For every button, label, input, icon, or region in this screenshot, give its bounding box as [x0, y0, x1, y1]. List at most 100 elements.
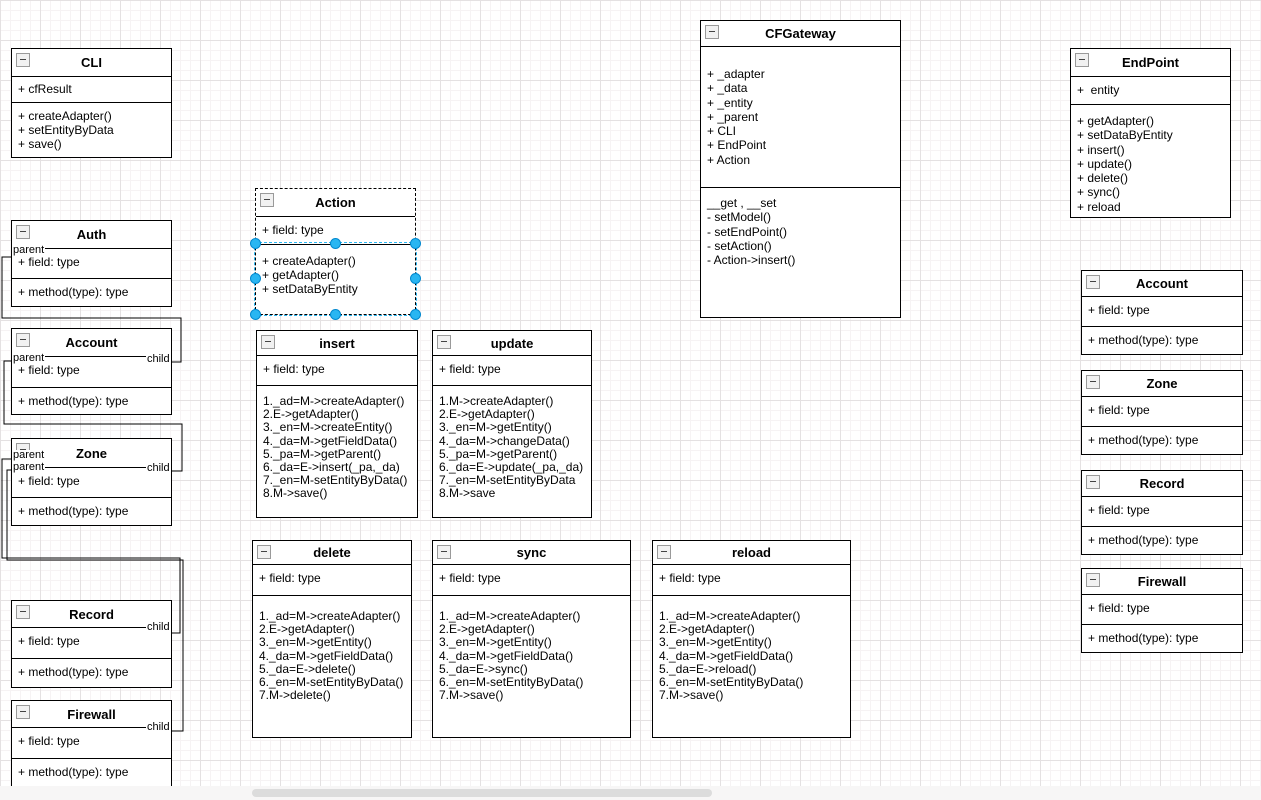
collapse-icon[interactable]: [16, 605, 30, 619]
class-auth-titlebar[interactable]: Auth: [12, 221, 171, 248]
class-reload-titlebar[interactable]: reload: [653, 541, 850, 564]
class-update-fields[interactable]: + field: type: [433, 355, 591, 385]
class-record-left[interactable]: Record + field: type + method(type): typ…: [11, 600, 172, 688]
class-cfgateway-fields[interactable]: + _adapter+ _data+ _entity+ _parent+ CLI…: [701, 46, 900, 187]
h-scrollbar-thumb[interactable]: [252, 789, 712, 797]
class-record-right-titlebar[interactable]: Record: [1082, 471, 1242, 496]
class-delete-titlebar[interactable]: delete: [253, 541, 411, 564]
class-auth-fields[interactable]: + field: type: [12, 248, 171, 278]
collapse-icon[interactable]: [257, 545, 271, 559]
class-auth-methods[interactable]: + method(type): type: [12, 278, 171, 306]
connector-account-zone[interactable]: [3, 360, 183, 472]
class-account-left[interactable]: Account + field: type + method(type): ty…: [11, 328, 172, 415]
class-sync-fields[interactable]: + field: type: [433, 564, 630, 595]
class-cli-fields[interactable]: + cfResult: [12, 76, 171, 102]
class-firewall-right[interactable]: Firewall + field: type + method(type): t…: [1081, 568, 1243, 653]
selection-handle-s[interactable]: [330, 309, 341, 320]
class-update-methods[interactable]: 1.M->createAdapter()2.E->getAdapter()3._…: [433, 385, 591, 517]
class-action-methods[interactable]: + createAdapter()+ getAdapter()+ setData…: [256, 244, 415, 314]
class-delete[interactable]: delete + field: type 1._ad=M->createAdap…: [252, 540, 412, 738]
class-cfgateway-titlebar[interactable]: CFGateway: [701, 21, 900, 46]
collapse-icon[interactable]: [16, 53, 30, 67]
class-zone-right-fields[interactable]: + field: type: [1082, 396, 1242, 426]
class-firewall-right-fields[interactable]: + field: type: [1082, 594, 1242, 624]
selection-handle-n[interactable]: [330, 238, 341, 249]
class-record-right-methods[interactable]: + method(type): type: [1082, 526, 1242, 554]
class-update-titlebar[interactable]: update: [433, 331, 591, 355]
class-endpoint-methods[interactable]: + getAdapter()+ setDataByEntity+ insert(…: [1071, 104, 1230, 217]
class-firewall-left[interactable]: Firewall + field: type + method(type): t…: [11, 700, 172, 788]
class-account-right-fields[interactable]: + field: type: [1082, 296, 1242, 326]
class-reload-fields[interactable]: + field: type: [653, 564, 850, 595]
collapse-icon[interactable]: [260, 193, 274, 207]
class-cli-titlebar[interactable]: CLI: [12, 49, 171, 76]
collapse-icon[interactable]: [1086, 573, 1100, 587]
class-endpoint-titlebar[interactable]: EndPoint: [1071, 49, 1230, 76]
class-firewall-right-titlebar[interactable]: Firewall: [1082, 569, 1242, 594]
selection-handle-ne[interactable]: [410, 238, 421, 249]
selection-handle-w[interactable]: [250, 273, 261, 284]
collapse-icon[interactable]: [437, 335, 451, 349]
class-auth[interactable]: Auth + field: type + method(type): type: [11, 220, 172, 307]
collapse-icon[interactable]: [705, 25, 719, 39]
collapse-icon[interactable]: [16, 225, 30, 239]
class-sync-methods[interactable]: 1._ad=M->createAdapter()2.E->getAdapter(…: [433, 595, 630, 737]
class-account-right-methods[interactable]: + method(type): type: [1082, 326, 1242, 354]
selection-handle-se[interactable]: [410, 309, 421, 320]
class-cfgateway-methods[interactable]: __get , __set- setModel()- setEndPoint()…: [701, 187, 900, 317]
collapse-icon[interactable]: [16, 705, 30, 719]
collapse-icon[interactable]: [1086, 375, 1100, 389]
class-firewall-left-titlebar[interactable]: Firewall: [12, 701, 171, 727]
class-reload[interactable]: reload + field: type 1._ad=M->createAdap…: [652, 540, 851, 738]
connector-zone-record[interactable]: [1, 458, 181, 634]
class-record-right[interactable]: Record + field: type + method(type): typ…: [1081, 470, 1243, 555]
class-record-left-methods[interactable]: + method(type): type: [12, 658, 171, 687]
connector-zone-firewall[interactable]: [6, 469, 184, 732]
class-zone-right-methods[interactable]: + method(type): type: [1082, 426, 1242, 454]
collapse-icon[interactable]: [1086, 275, 1100, 289]
class-insert-fields[interactable]: + field: type: [257, 355, 417, 385]
class-account-left-titlebar[interactable]: Account: [12, 329, 171, 356]
selection-handle-nw[interactable]: [250, 238, 261, 249]
collapse-icon[interactable]: [1086, 475, 1100, 489]
class-insert-titlebar[interactable]: insert: [257, 331, 417, 355]
class-delete-fields[interactable]: + field: type: [253, 564, 411, 595]
collapse-icon[interactable]: [16, 333, 30, 347]
class-endpoint[interactable]: EndPoint + entity + getAdapter()+ setDat…: [1070, 48, 1231, 218]
class-account-right[interactable]: Account + field: type + method(type): ty…: [1081, 270, 1243, 355]
class-insert-methods[interactable]: 1._ad=M->createAdapter()2.E->getAdapter(…: [257, 385, 417, 517]
collapse-icon[interactable]: [437, 545, 451, 559]
class-cli[interactable]: CLI + cfResult + createAdapter()+ setEnt…: [11, 48, 172, 158]
class-zone-right[interactable]: Zone + field: type + method(type): type: [1081, 370, 1243, 455]
class-action-fields[interactable]: + field: type: [256, 216, 415, 244]
class-zone-left-fields[interactable]: + field: type: [12, 467, 171, 497]
class-action[interactable]: Action + field: type + createAdapter()+ …: [255, 188, 416, 315]
collapse-icon[interactable]: [261, 335, 275, 349]
selection-handle-sw[interactable]: [250, 309, 261, 320]
collapse-icon[interactable]: [1075, 53, 1089, 67]
class-firewall-left-methods[interactable]: + method(type): type: [12, 758, 171, 787]
class-record-right-fields[interactable]: + field: type: [1082, 496, 1242, 526]
class-account-left-methods[interactable]: + method(type): type: [12, 387, 171, 414]
class-cfgateway[interactable]: CFGateway + _adapter+ _data+ _entity+ _p…: [700, 20, 901, 318]
collapse-icon[interactable]: [657, 545, 671, 559]
class-cli-methods[interactable]: + createAdapter()+ setEntityByData+ save…: [12, 102, 171, 157]
connector-auth-account[interactable]: [1, 256, 182, 363]
class-endpoint-fields[interactable]: + entity: [1071, 76, 1230, 104]
class-zone-left-methods[interactable]: + method(type): type: [12, 497, 171, 525]
class-record-left-fields[interactable]: + field: type: [12, 627, 171, 658]
class-record-left-titlebar[interactable]: Record: [12, 601, 171, 627]
class-reload-methods[interactable]: 1._ad=M->createAdapter()2.E->getAdapter(…: [653, 595, 850, 737]
class-firewall-left-fields[interactable]: + field: type: [12, 727, 171, 758]
class-action-titlebar[interactable]: Action: [256, 189, 415, 216]
class-zone-right-titlebar[interactable]: Zone: [1082, 371, 1242, 396]
class-sync[interactable]: sync + field: type 1._ad=M->createAdapte…: [432, 540, 631, 738]
selection-handle-e[interactable]: [410, 273, 421, 284]
class-account-right-titlebar[interactable]: Account: [1082, 271, 1242, 296]
class-update[interactable]: update + field: type 1.M->createAdapter(…: [432, 330, 592, 518]
class-insert[interactable]: insert + field: type 1._ad=M->createAdap…: [256, 330, 418, 518]
class-delete-methods[interactable]: 1._ad=M->createAdapter()2.E->getAdapter(…: [253, 595, 411, 737]
class-firewall-right-methods[interactable]: + method(type): type: [1082, 624, 1242, 652]
class-zone-left[interactable]: Zone + field: type + method(type): type: [11, 438, 172, 526]
